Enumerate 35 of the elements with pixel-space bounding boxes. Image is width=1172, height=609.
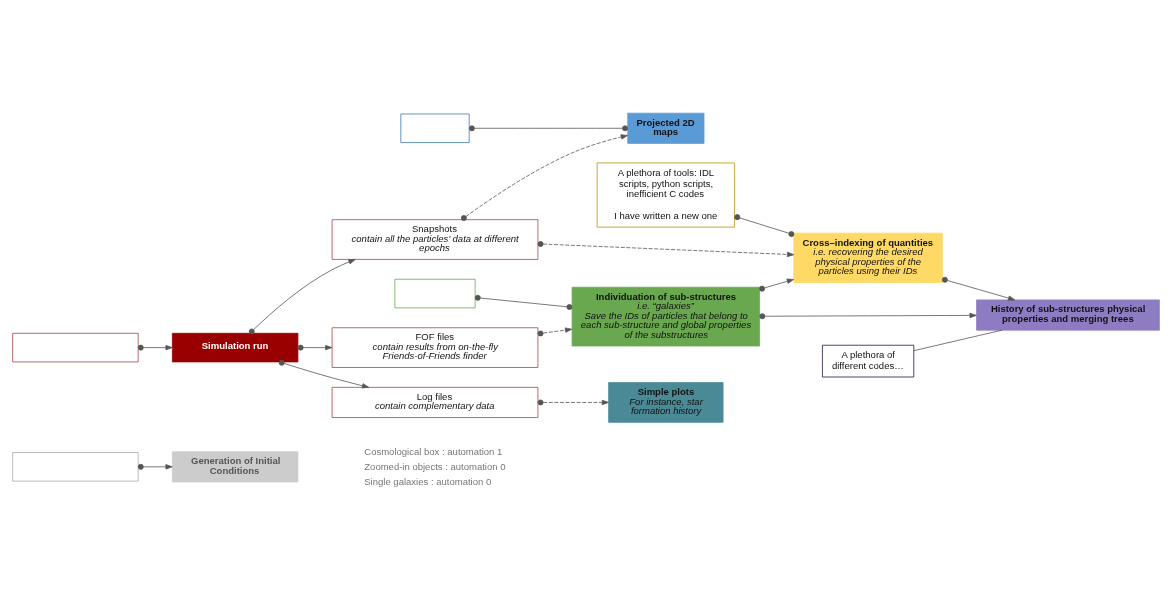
node-box: Generation of Initial Conditions (171, 451, 299, 483)
label: Single galaxies : automation 0 (364, 475, 492, 487)
arrow (537, 399, 609, 406)
connector (469, 125, 628, 132)
arrow (537, 241, 795, 258)
connector (734, 214, 795, 237)
arrow (460, 134, 628, 221)
arrow (248, 259, 356, 335)
node-box: Individuation of sub-structures i.e. “galaxies” Save the IDs of particles that belong to each sub-structure and global properties of the substructures (571, 286, 761, 347)
node-box (12, 452, 139, 482)
connector (913, 329, 1003, 352)
arrow (297, 344, 333, 351)
arrow (278, 359, 370, 389)
node-box: History of sub-structures physical properties and merging trees (976, 299, 1160, 331)
connector (474, 294, 573, 310)
arrow (941, 276, 1016, 301)
node-box (12, 332, 139, 363)
node-box (400, 113, 470, 143)
node-box: Cross–indexing of quantities i.e. recovering the desired physical properties of the particles using their IDs (793, 232, 943, 283)
node-box: Projected 2D maps (627, 112, 705, 144)
node-box: A plethora of different codes… (822, 344, 915, 378)
node-box: A plethora of tools: IDL scripts, python scripts, inefficient C codes I have written a new one (596, 162, 735, 228)
label: Cosmological box : automation 1 (364, 445, 503, 457)
arrow (137, 344, 173, 351)
arrow (137, 463, 173, 470)
node-box (394, 278, 476, 309)
arrow (537, 327, 573, 337)
node-box: Log files contain complementary data (331, 386, 539, 418)
node-box: FOF files contain results from on-the-fly Friends-of-Friends finder (331, 327, 539, 368)
node-box: Snapshots contain all the particles’ data at different epochs (331, 219, 539, 260)
arrow (759, 312, 977, 320)
label: Zoomed-in objects : automation 0 (364, 460, 506, 472)
arrow (759, 278, 794, 292)
node-box: Simulation run (171, 332, 299, 363)
node-box: Simple plots For instance, star formation history (608, 382, 724, 423)
